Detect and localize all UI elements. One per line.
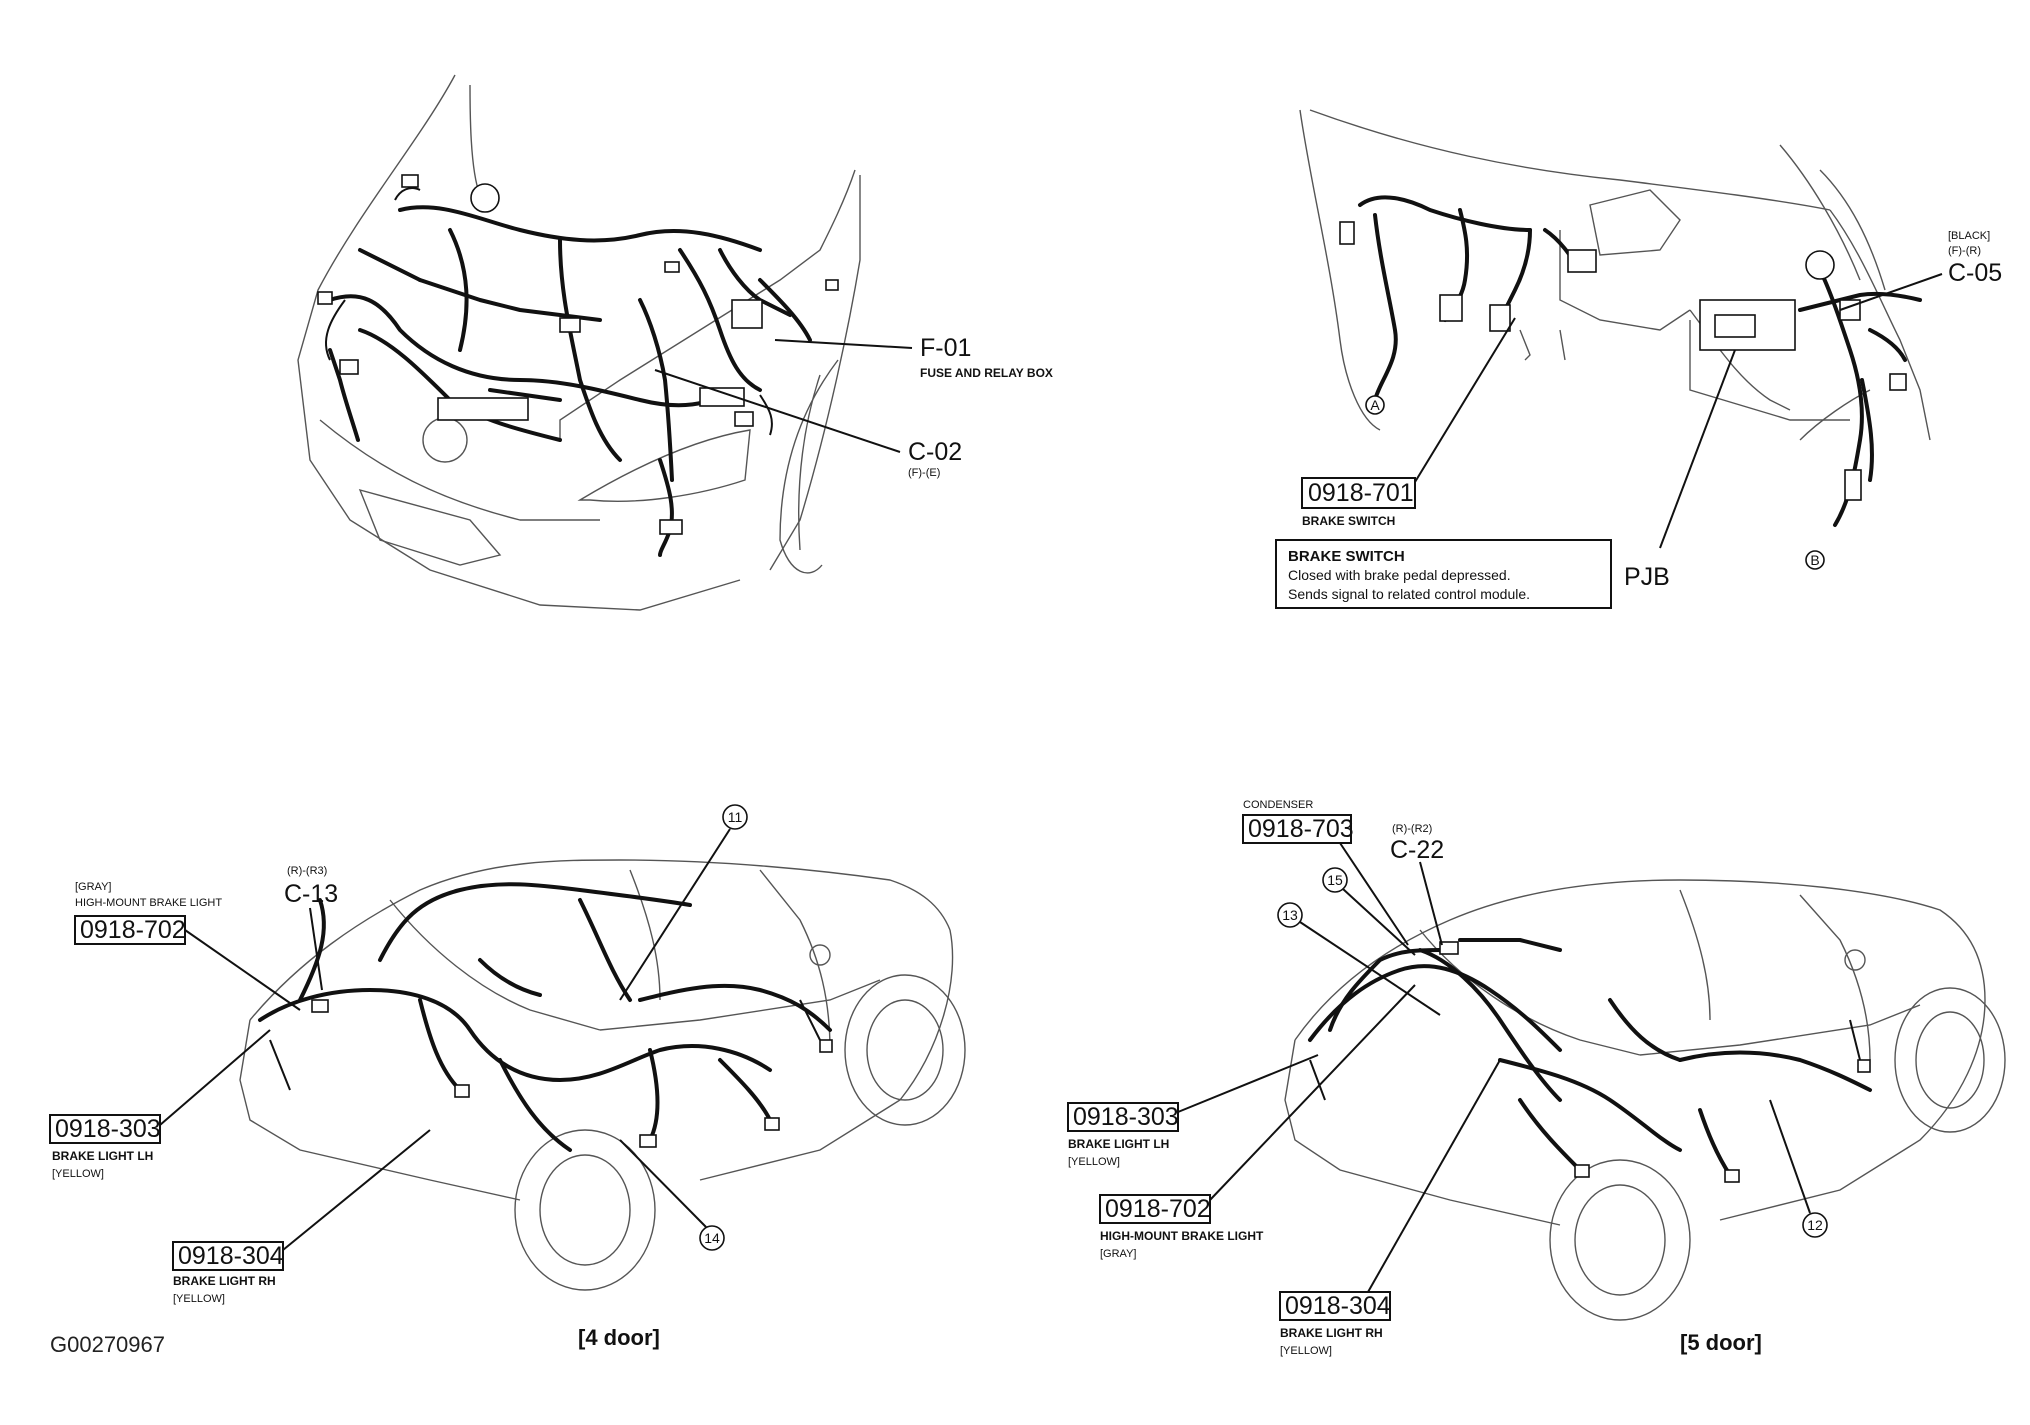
- c05-sub: (F)-(R): [1948, 245, 1981, 257]
- four-door-harness: [258, 882, 833, 1152]
- five-door-panel: CONDENSER 0918-703 (R)-(R2) C-22 15 13 0…: [1067, 799, 2006, 1357]
- brake-switch-code: 0918-701: [1308, 479, 1414, 507]
- pjb-label: PJB: [1624, 563, 1670, 591]
- cabin-panel: A B [BLACK] (F)-(R) C-05 0918-701 BRAKE …: [1275, 109, 2002, 609]
- 5d-condenser-box: [1242, 814, 1352, 844]
- fd-rh-box: [172, 1241, 284, 1271]
- fd-high-mount-box: [74, 915, 186, 945]
- four-door-panel: [GRAY] HIGH-MOUNT BRAKE LIGHT 0918-702 (…: [49, 804, 966, 1350]
- fd-lh-box: [49, 1114, 161, 1144]
- 5d-rh-code: 0918-304: [1285, 1292, 1391, 1320]
- 5d-circle-13: 13: [1282, 907, 1298, 923]
- 5d-rh-name: BRAKE LIGHT RH: [1280, 1326, 1383, 1340]
- fd-lh-code: 0918-303: [55, 1115, 161, 1143]
- f01-code: F-01: [920, 334, 971, 362]
- cabin-marker-a: A: [1370, 397, 1380, 413]
- fd-circle-14: 14: [704, 1230, 720, 1246]
- 5d-high-mount-box: [1099, 1194, 1211, 1224]
- 5d-circle-15: 15: [1327, 872, 1343, 888]
- brake-switch-name: BRAKE SWITCH: [1302, 514, 1395, 528]
- info-line-2: Sends signal to related control module.: [1288, 586, 1530, 602]
- fd-circle-11: 11: [728, 809, 743, 825]
- 5d-lh-box: [1067, 1102, 1179, 1132]
- brake-switch-info-box: [1275, 539, 1612, 609]
- fd-high-mount-code: 0918-702: [80, 916, 186, 944]
- c02-code: C-02: [908, 438, 962, 466]
- engine-bay-panel: F-01 FUSE AND RELAY BOX C-02 (F)-(E): [297, 74, 1053, 611]
- cabin-labels: [BLACK] (F)-(R) C-05 0918-701 BRAKE SWIT…: [1275, 230, 2002, 609]
- c05-code: C-05: [1948, 259, 2002, 287]
- four-door-labels: [GRAY] HIGH-MOUNT BRAKE LIGHT 0918-702 (…: [49, 804, 748, 1350]
- figure-id: G00270967: [50, 1332, 165, 1357]
- 5d-rh-color: [YELLOW]: [1280, 1345, 1332, 1357]
- five-door-car-body: [1284, 879, 2006, 1321]
- 5d-rh-box: [1279, 1291, 1391, 1321]
- 5d-lh-color: [YELLOW]: [1068, 1156, 1120, 1168]
- fd-c13-sub: (R)-(R3): [287, 865, 327, 877]
- 5d-condenser-name: CONDENSER: [1243, 799, 1313, 811]
- 5d-c22-sub: (R)-(R2): [1392, 823, 1432, 835]
- cabin-interior: [1299, 109, 1931, 441]
- 5d-circle-12: 12: [1807, 1217, 1823, 1233]
- info-line-1: Closed with brake pedal depressed.: [1288, 567, 1511, 583]
- 5d-c22-code: C-22: [1390, 836, 1444, 864]
- fd-rh-color: [YELLOW]: [173, 1293, 225, 1305]
- fd-rh-name: BRAKE LIGHT RH: [173, 1274, 276, 1288]
- four-door-caption: [4 door]: [578, 1325, 660, 1350]
- engine-harness: [317, 174, 839, 557]
- cabin-harness: A B: [1339, 195, 1922, 570]
- 5d-high-mount-color: [GRAY]: [1100, 1248, 1136, 1260]
- info-title: BRAKE SWITCH: [1288, 548, 1405, 565]
- engine-car-body: [297, 74, 861, 611]
- cabin-marker-b: B: [1810, 552, 1819, 568]
- 5d-high-mount-name: HIGH-MOUNT BRAKE LIGHT: [1100, 1229, 1264, 1243]
- 5d-condenser-code: 0918-703: [1248, 815, 1354, 843]
- 5d-lh-code: 0918-303: [1073, 1103, 1179, 1131]
- fd-lh-color: [YELLOW]: [52, 1168, 104, 1180]
- c02-sub: (F)-(E): [908, 467, 940, 479]
- fd-lh-name: BRAKE LIGHT LH: [52, 1149, 153, 1163]
- engine-labels: F-01 FUSE AND RELAY BOX C-02 (F)-(E): [654, 334, 1053, 479]
- fd-rh-code: 0918-304: [178, 1242, 284, 1270]
- 5d-lh-name: BRAKE LIGHT LH: [1068, 1137, 1169, 1151]
- 5d-high-mount-code: 0918-702: [1105, 1195, 1211, 1223]
- five-door-harness: [1308, 938, 1872, 1183]
- f01-name: FUSE AND RELAY BOX: [920, 366, 1053, 380]
- five-door-caption: [5 door]: [1680, 1330, 1762, 1355]
- c05-color: [BLACK]: [1948, 230, 1990, 242]
- fd-gray: [GRAY]: [75, 881, 111, 893]
- brake-switch-code-box: [1301, 477, 1416, 509]
- five-door-labels: CONDENSER 0918-703 (R)-(R2) C-22 15 13 0…: [1067, 799, 1828, 1357]
- four-door-car-body: [239, 859, 966, 1291]
- fd-high-mount-name: HIGH-MOUNT BRAKE LIGHT: [75, 897, 222, 909]
- fd-c13-code: C-13: [284, 880, 338, 908]
